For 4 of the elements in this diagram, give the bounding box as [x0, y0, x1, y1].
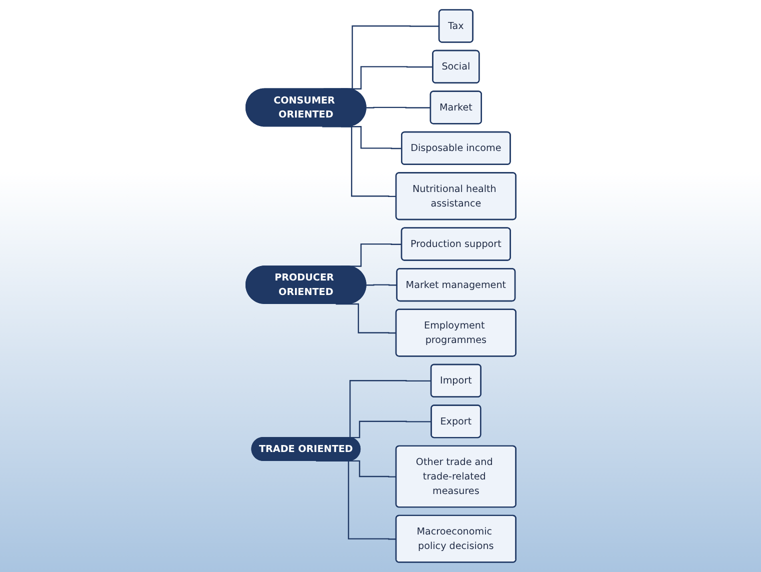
connector: [366, 106, 430, 108]
connector: [366, 284, 397, 286]
connector: [322, 126, 396, 198]
connector: [335, 303, 396, 334]
